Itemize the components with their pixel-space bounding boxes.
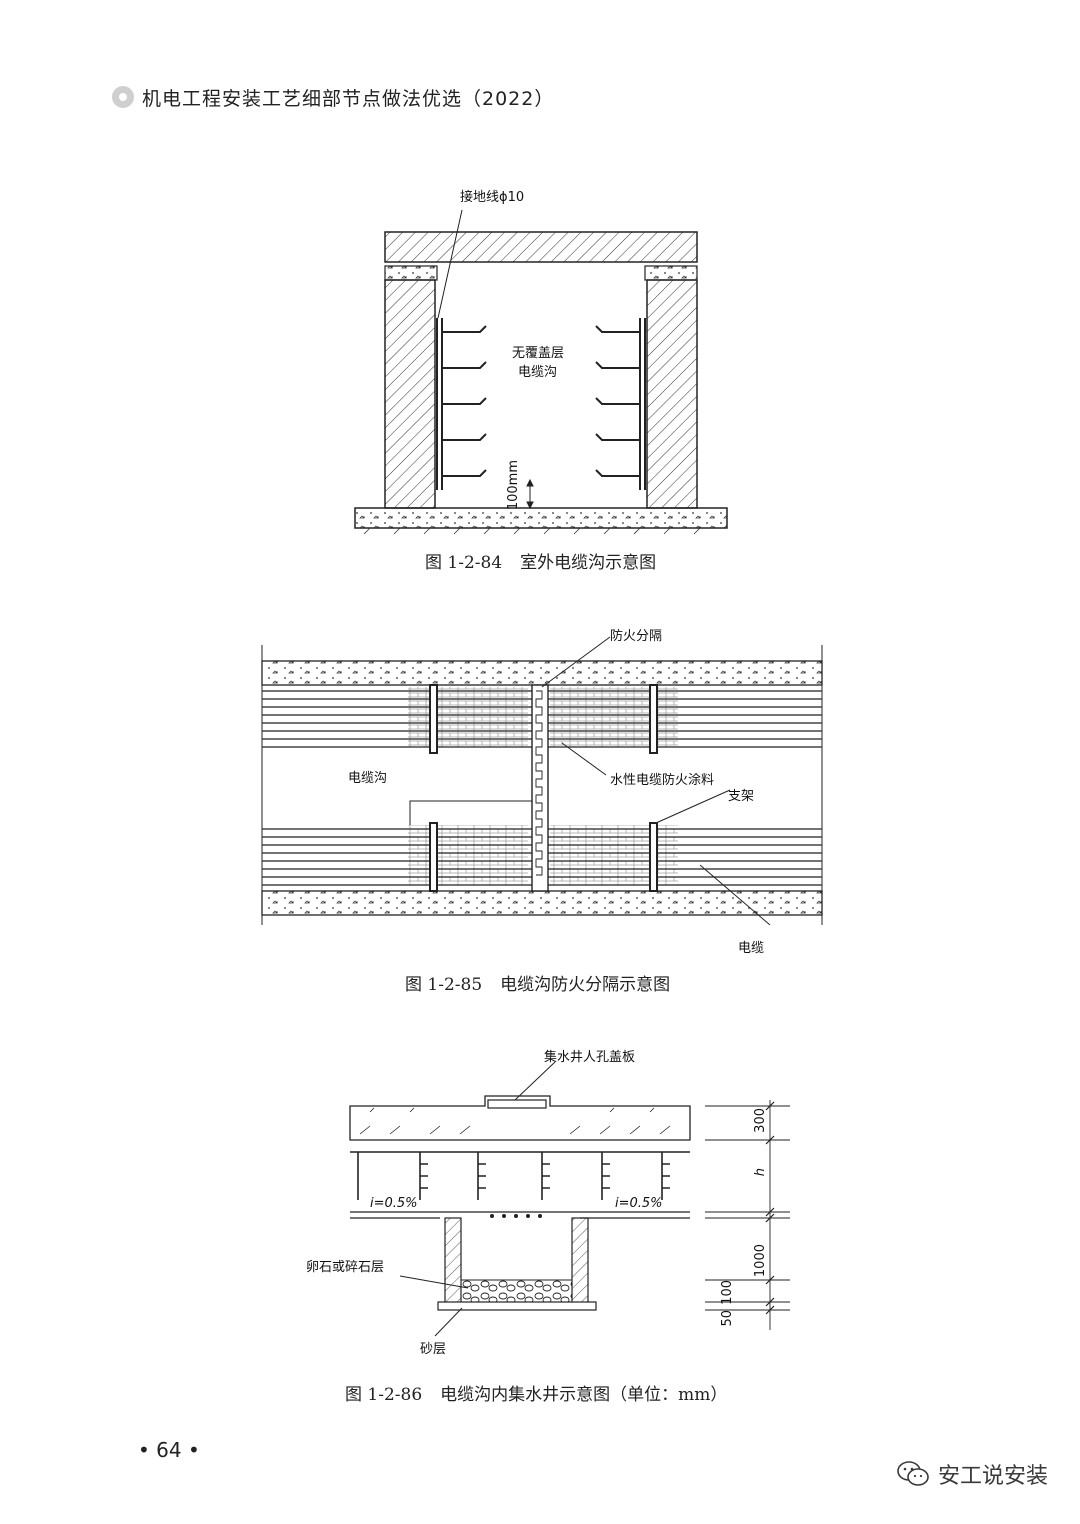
- dim-50-label: 50: [720, 1310, 735, 1327]
- mortar-pad-left: [384, 265, 438, 281]
- pit-wall-left: [444, 1217, 462, 1305]
- caption-title: 电缆沟防火分隔示意图: [500, 975, 671, 995]
- fire-coating-label: 水性电缆防火涂料: [610, 773, 715, 788]
- top-slab: [349, 1095, 691, 1141]
- ground-wire-label: 接地线ϕ10: [460, 190, 525, 205]
- ground-wire-leader: [437, 209, 463, 319]
- sump-pit-drawing: [349, 1061, 790, 1337]
- wall-left: [384, 279, 436, 509]
- pit-wall-right: [571, 1217, 589, 1305]
- watermark-text: 安工说安装: [937, 1464, 1048, 1489]
- clearance-label: 100mm: [506, 460, 521, 511]
- trench-label-line1: 无覆盖层: [512, 346, 565, 361]
- fire-partition-label: 防火分隔: [610, 629, 663, 644]
- manhole-cover-label: 集水井人孔盖板: [544, 1050, 636, 1065]
- bottom-slab: [261, 890, 823, 916]
- slope-right-label: i=0.5%: [615, 1196, 663, 1211]
- trench-label: 电缆沟: [348, 771, 388, 786]
- figure-caption-84: 图 1-2-84 室外电缆沟示意图: [425, 548, 674, 573]
- cable-leader: [699, 864, 771, 925]
- coating-block-top-left: [408, 687, 528, 747]
- dimension-lines: [705, 1100, 790, 1330]
- book-title: 机电工程安装工艺细部节点做法优选（2022）: [142, 87, 555, 110]
- figure-outdoor-cable-trench: 接地线ϕ10 无覆盖层 电缆沟 100mm: [340, 180, 760, 580]
- coating-block-bottom-right: [550, 825, 678, 885]
- partition-zigzag: [535, 690, 543, 876]
- cover-slab: [384, 231, 698, 263]
- dimension-ticks: [765, 1101, 775, 1315]
- outdoor-cable-trench-drawing: [354, 209, 728, 535]
- wall-right: [646, 279, 698, 509]
- clearance-dimension: [526, 478, 534, 510]
- bracket-leader: [655, 789, 731, 824]
- figure-fire-partition: 防火分隔 电缆沟 水性电缆防火涂料 支架 电缆: [250, 625, 840, 965]
- caption-number: 图 1-2-84: [425, 553, 503, 573]
- supports: [429, 684, 658, 892]
- manhole-leader: [514, 1061, 556, 1101]
- sand-label: 砂层: [420, 1342, 447, 1357]
- caption-title: 电缆沟内集水井示意图（单位：mm）: [440, 1385, 728, 1405]
- trench-label-line2: 电缆沟: [518, 365, 558, 380]
- caption-title: 室外电缆沟示意图: [520, 553, 657, 573]
- coating-block-bottom-left: [408, 825, 528, 885]
- dim-300-label: 300: [753, 1108, 768, 1133]
- top-slab: [261, 660, 823, 686]
- slope-left-label: i=0.5%: [370, 1196, 418, 1211]
- dim-1000-label: 1000: [753, 1244, 768, 1278]
- chapter-badge-icon: [112, 86, 134, 108]
- bracket-left: [436, 318, 487, 490]
- sand-layer: [437, 1301, 597, 1311]
- figure-sump-pit: 集水井人孔盖板 i=0.5% i=0.5% 卵石或碎石层 砂层 300 h 10…: [300, 1040, 800, 1370]
- coating-block-top-right: [550, 687, 678, 747]
- bracket-row: [350, 1151, 690, 1200]
- fire-partition-drawing: [261, 636, 823, 925]
- gravel-leader: [399, 1275, 469, 1289]
- mortar-pad-right: [644, 265, 698, 281]
- gravel-label: 卵石或碎石层: [306, 1260, 385, 1275]
- watermark: 安工说安装: [896, 1458, 1048, 1490]
- bracket-right: [595, 318, 646, 490]
- dim-h-label: h: [753, 1168, 768, 1177]
- base-slab: [354, 507, 728, 529]
- fire-partition-wall: [531, 684, 549, 892]
- coating-leader: [561, 742, 607, 776]
- caption-number: 图 1-2-86: [345, 1385, 423, 1405]
- dim-100-label: 100: [720, 1280, 735, 1305]
- page-number: • 64 •: [138, 1438, 200, 1462]
- drain-grate: [490, 1214, 542, 1218]
- caption-number: 图 1-2-85: [405, 975, 483, 995]
- gravel-layer: [460, 1279, 573, 1303]
- figure-caption-85: 图 1-2-85 电缆沟防火分隔示意图: [405, 970, 688, 995]
- sand-leader: [434, 1307, 463, 1337]
- page-header: 机电工程安装工艺细部节点做法优选（2022）: [112, 80, 554, 114]
- figure-caption-86: 图 1-2-86 电缆沟内集水井示意图（单位：mm）: [345, 1380, 745, 1405]
- manhole-cover: [487, 1099, 547, 1109]
- fire-partition-leader: [541, 636, 611, 688]
- bracket-label: 支架: [728, 789, 755, 804]
- cable-label: 电缆: [738, 941, 765, 956]
- wechat-icon: [897, 1461, 929, 1486]
